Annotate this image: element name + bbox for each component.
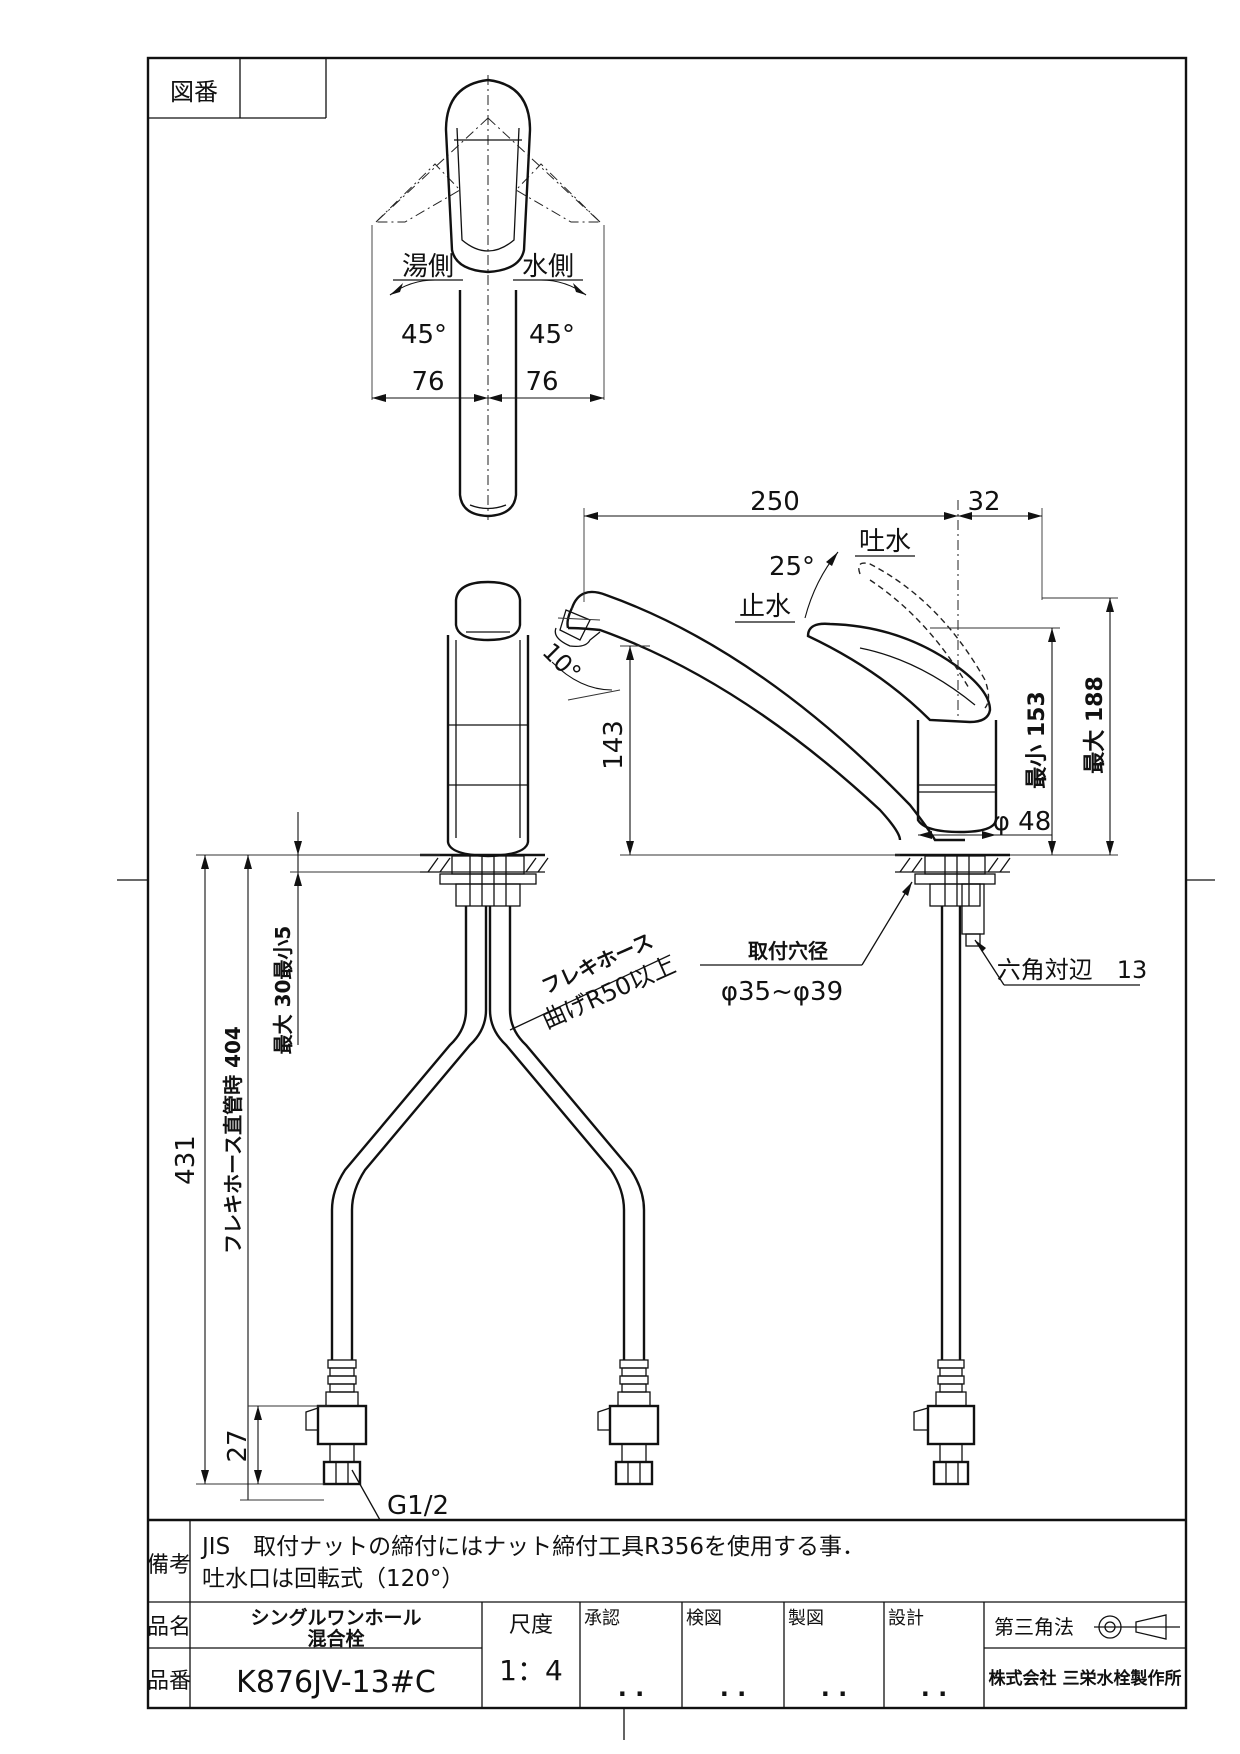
product-name-label: 品名 bbox=[147, 1615, 191, 1640]
cold-width: 76 bbox=[525, 367, 558, 397]
hole-label: 取付穴径 bbox=[748, 939, 828, 963]
product-no-label: 品番 bbox=[147, 1669, 191, 1694]
max-height: 最大 188 bbox=[1083, 676, 1108, 774]
draw-date: . . bbox=[821, 1674, 848, 1702]
spout-off-label: 止水 bbox=[739, 592, 791, 622]
hose-length: フレキホース直管時 404 bbox=[221, 1026, 245, 1254]
cold-angle: 45° bbox=[529, 320, 575, 350]
hole-range: φ35~φ39 bbox=[721, 977, 843, 1007]
check-date: . . bbox=[720, 1674, 747, 1702]
company-name: 株式会社 三栄水栓製作所 bbox=[989, 1668, 1182, 1689]
approve-label: 承認 bbox=[584, 1608, 620, 1629]
scale-value: 1：4 bbox=[499, 1654, 563, 1687]
faucet-body-side bbox=[916, 720, 998, 834]
cold-side-label: 水側 bbox=[522, 252, 574, 282]
projection-label: 第三角法 bbox=[994, 1615, 1074, 1639]
design-label: 設計 bbox=[888, 1608, 924, 1629]
drawing-frame bbox=[146, 56, 1188, 1710]
top-view: 湯側 水側 45° 45° 76 76 bbox=[371, 75, 605, 520]
body-diameter: φ 48 bbox=[993, 807, 1052, 837]
remarks-label: 備考 bbox=[147, 1553, 191, 1578]
hot-side-label: 湯側 bbox=[402, 252, 454, 282]
product-name-line-1: シングルワンホール bbox=[250, 1606, 421, 1629]
drawing-number-box: 図番 bbox=[148, 58, 327, 119]
total-length: 431 bbox=[171, 1135, 201, 1185]
spout-top bbox=[458, 290, 518, 518]
spout-on-label: 吐水 bbox=[859, 527, 911, 557]
approve-date: . . bbox=[618, 1674, 645, 1702]
thread-height: 27 bbox=[223, 1429, 253, 1462]
scale-label: 尺度 bbox=[509, 1613, 553, 1638]
faucet-body-front bbox=[446, 635, 530, 858]
mount-thickness: 最大 30最小5 bbox=[271, 926, 295, 1055]
lever-side bbox=[806, 622, 992, 724]
spout-height: 143 bbox=[599, 720, 629, 770]
spout-length: 250 bbox=[750, 487, 800, 517]
hot-hose bbox=[330, 906, 468, 1360]
spout-tilt: 10° bbox=[537, 637, 587, 687]
hot-width: 76 bbox=[411, 367, 444, 397]
product-name-line-2: 混合栓 bbox=[307, 1627, 364, 1650]
drawing-no-label: 図番 bbox=[170, 78, 218, 106]
design-date: . . bbox=[921, 1674, 948, 1702]
check-label: 検図 bbox=[686, 1608, 722, 1629]
draw-label: 製図 bbox=[788, 1608, 824, 1629]
side-view: 250 32 25° 吐水 止水 10° 143 最小 153 最大 188 bbox=[537, 487, 1148, 1486]
remarks-line-1: JIS 取付ナットの締付にはナット締付工具R356を使用する事． bbox=[200, 1534, 865, 1560]
hex-size: 六角対辺 13 bbox=[997, 956, 1148, 984]
thread-label: G1/2 bbox=[387, 1491, 449, 1521]
cold-valve bbox=[597, 1359, 660, 1486]
third-angle-projection-icon bbox=[1094, 1614, 1180, 1640]
hot-valve bbox=[305, 1359, 368, 1486]
lever-offset: 32 bbox=[967, 487, 1000, 517]
lever-angle: 25° bbox=[769, 552, 815, 582]
hot-angle: 45° bbox=[401, 320, 447, 350]
cold-hose bbox=[488, 906, 626, 1360]
spout-side bbox=[570, 590, 965, 842]
min-height: 最小 153 bbox=[1025, 691, 1050, 789]
product-number: K876JV-13#C bbox=[236, 1665, 436, 1700]
title-block: 備考 JIS 取付ナットの締付にはナット締付工具R356を使用する事． 吐水口は… bbox=[147, 1518, 1186, 1708]
remarks-line-2: 吐水口は回転式（120°） bbox=[202, 1566, 464, 1592]
lever-top bbox=[444, 78, 532, 274]
